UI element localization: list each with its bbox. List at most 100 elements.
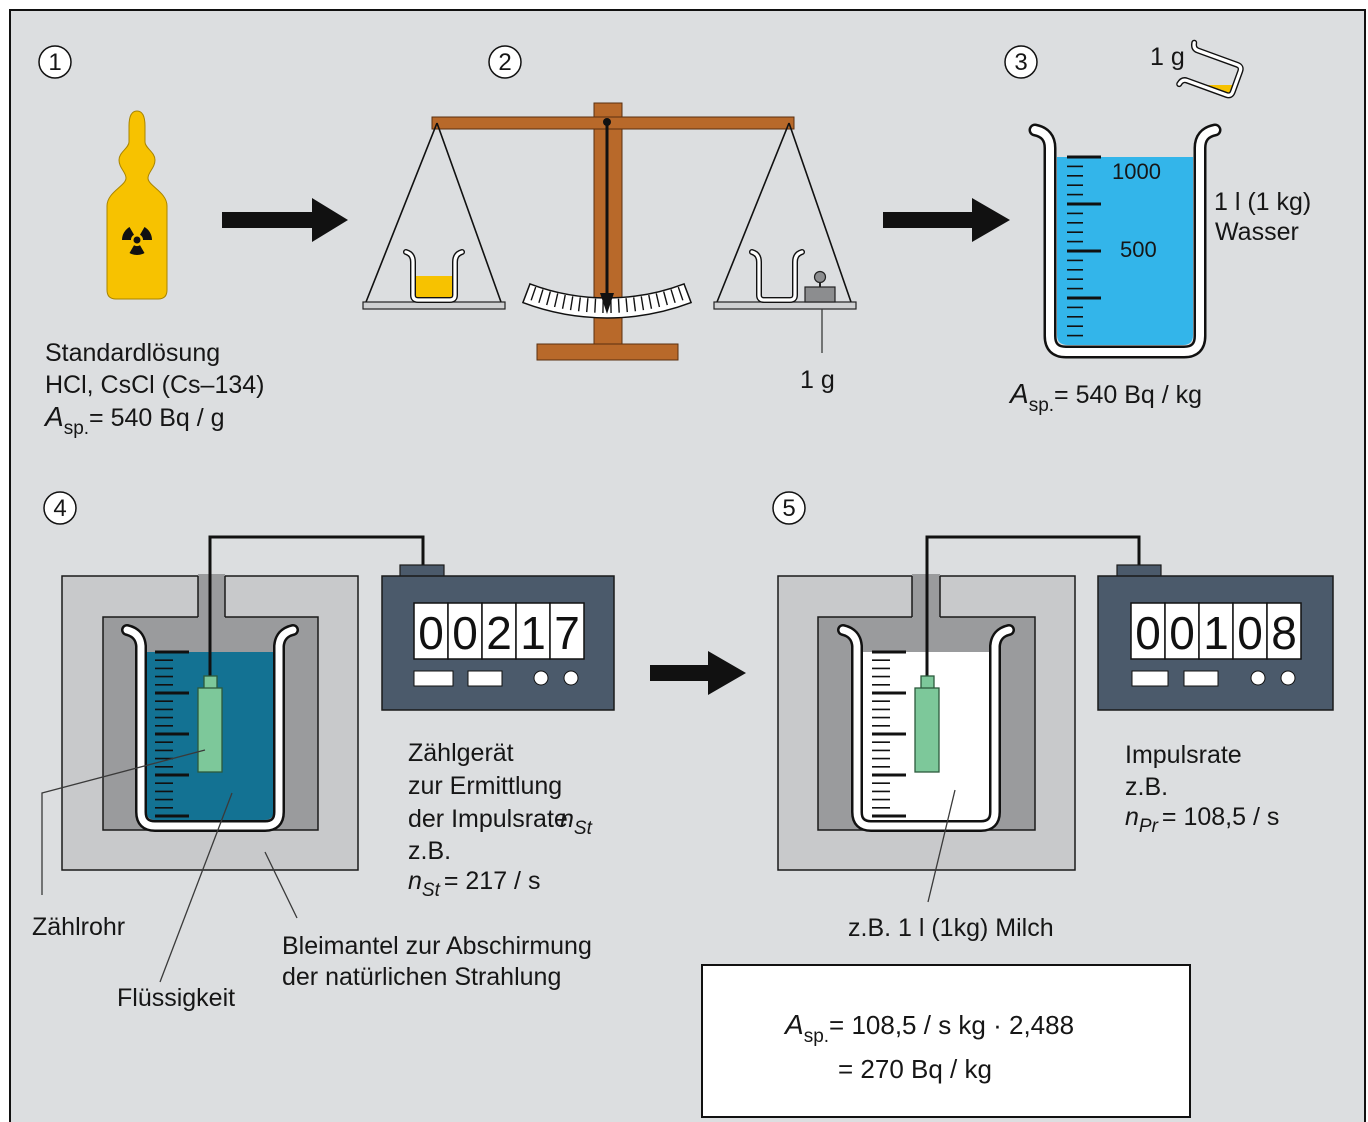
counter-knob [533,670,549,686]
rate-symbol: n [1125,803,1139,831]
shield-leader-line [264,851,298,919]
panel-border [9,9,1366,1122]
step-number: 1 [48,49,61,76]
balance-dial-tick [561,294,566,309]
counter-digit: 1 [1203,607,1229,659]
pan-string [365,122,438,303]
balance-dial-tick [677,286,684,301]
balance-dial-tick [553,293,559,308]
counter-knob [1280,670,1296,686]
radiation-icon [121,227,152,256]
balance-beam [431,116,795,130]
balance-dial-tick [655,293,661,308]
scale-label-500: 500 [1120,237,1157,262]
counter-connector [1116,564,1162,578]
step-number: 4 [53,495,66,522]
standard-activity: Asp.= 540 Bq / g [43,401,225,439]
balance-dial-tick [625,298,629,313]
rate-symbol: n [560,805,574,833]
counter-digit: 7 [554,607,580,659]
right-pan-beaker [749,249,805,303]
shield-label-line-1: Bleimantel zur Abschirmung [282,932,592,960]
arrow-right-icon [883,198,1010,242]
calibration-rate: nSt= 217 / s [408,867,540,901]
counter-digit: 0 [418,607,444,659]
counter-knob [1250,670,1266,686]
example-label: z.B. [1125,773,1168,801]
step-marker-5: 5 [772,491,806,525]
device-rate-symbol: nSt [560,805,593,839]
standard-solution-name: Standardlösung [45,339,220,367]
device-line-3: der Impulsrate [408,805,568,833]
counter-display: 0 0 2 1 7 [413,602,585,660]
detector-cable [925,535,1141,677]
weight-label: 1 g [800,366,835,394]
water-beaker: 1000 500 [1028,123,1222,359]
liquid-label: Flüssigkeit [117,984,235,1012]
pulse-counter-calibration: 0 0 2 1 7 [381,564,615,711]
sample-label: z.B. 1 l (1kg) Milch [848,914,1054,942]
calibration-beaker [121,624,299,832]
balance-dial-tick [640,296,645,311]
arrow-right-icon [222,198,348,242]
counter-digit: 0 [1135,607,1161,659]
balance-dial-tick [569,296,574,311]
detector-tube [197,675,223,773]
activity-value: = 540 Bq / g [89,404,225,432]
device-line-2: zur Ermittlung [408,772,562,800]
step-marker-4: 4 [43,491,77,525]
pouring-cup-icon [1176,39,1244,99]
weight-icon [804,270,836,303]
activity-value: = 540 Bq / kg [1054,381,1202,409]
counter-digit: 8 [1271,607,1297,659]
counter-knob [563,670,579,686]
step-number: 3 [1014,49,1027,76]
counter-digit: 2 [486,607,512,659]
device-line-1: Zählgerät [408,739,514,767]
step-marker-3: 3 [1004,45,1038,79]
balance-dial-tick [530,286,537,301]
detector-label: Zählrohr [32,913,125,941]
water-activity: Asp.= 540 Bq / kg [1008,378,1202,416]
counter-display: 0 0 1 0 8 [1130,602,1302,660]
pan-string [436,122,502,303]
result-expression: = 108,5 / s kg · 2,488 [829,1010,1074,1040]
liquid-leader-line [159,792,233,983]
activity-symbol: A [1008,378,1029,409]
water-label: Wasser [1215,218,1299,246]
result-line-1: Asp.= 108,5 / s kg · 2,488 [783,1009,1074,1047]
step-number: 5 [782,495,795,522]
sample-rate: nPr= 108,5 / s [1125,803,1279,837]
counter-digit: 1 [520,607,546,659]
pan-string [788,122,852,303]
balance-dial-tick [546,291,551,306]
standard-solution-contents: HCl, CsCl (Cs–134) [45,371,264,399]
step-marker-1: 1 [38,45,72,79]
right-pan [713,301,857,310]
balance-dial-tick [617,298,620,313]
balance-dial-tick [594,298,597,313]
activity-subscript: sp. [804,1026,829,1047]
beaker-scale-ticks [155,650,189,818]
pan-string [716,122,790,303]
weighed-sample [416,276,452,298]
result-formula-box: Asp.= 108,5 / s kg · 2,488 = 270 Bq / kg [701,964,1191,1118]
counter-button [467,670,503,687]
balance-dial-ticks [530,286,684,313]
example-label: z.B. [408,837,451,865]
rate-symbol: n [408,867,422,895]
balance-dial-tick [670,289,676,304]
rate-subscript: St [574,818,593,839]
balance-dial-tick [632,297,637,312]
detector-cable [208,535,425,677]
activity-subscript: sp. [64,418,89,439]
activity-subscript: sp. [1029,395,1054,416]
counter-button [413,670,454,687]
scale-label-1000: 1000 [1112,159,1161,184]
rate-subscript: St [422,880,441,901]
counter-button [1183,670,1219,687]
counter-digit: 0 [1237,607,1263,659]
pour-label: 1 g [1150,43,1185,71]
sample-rate-title: Impulsrate [1125,741,1242,769]
